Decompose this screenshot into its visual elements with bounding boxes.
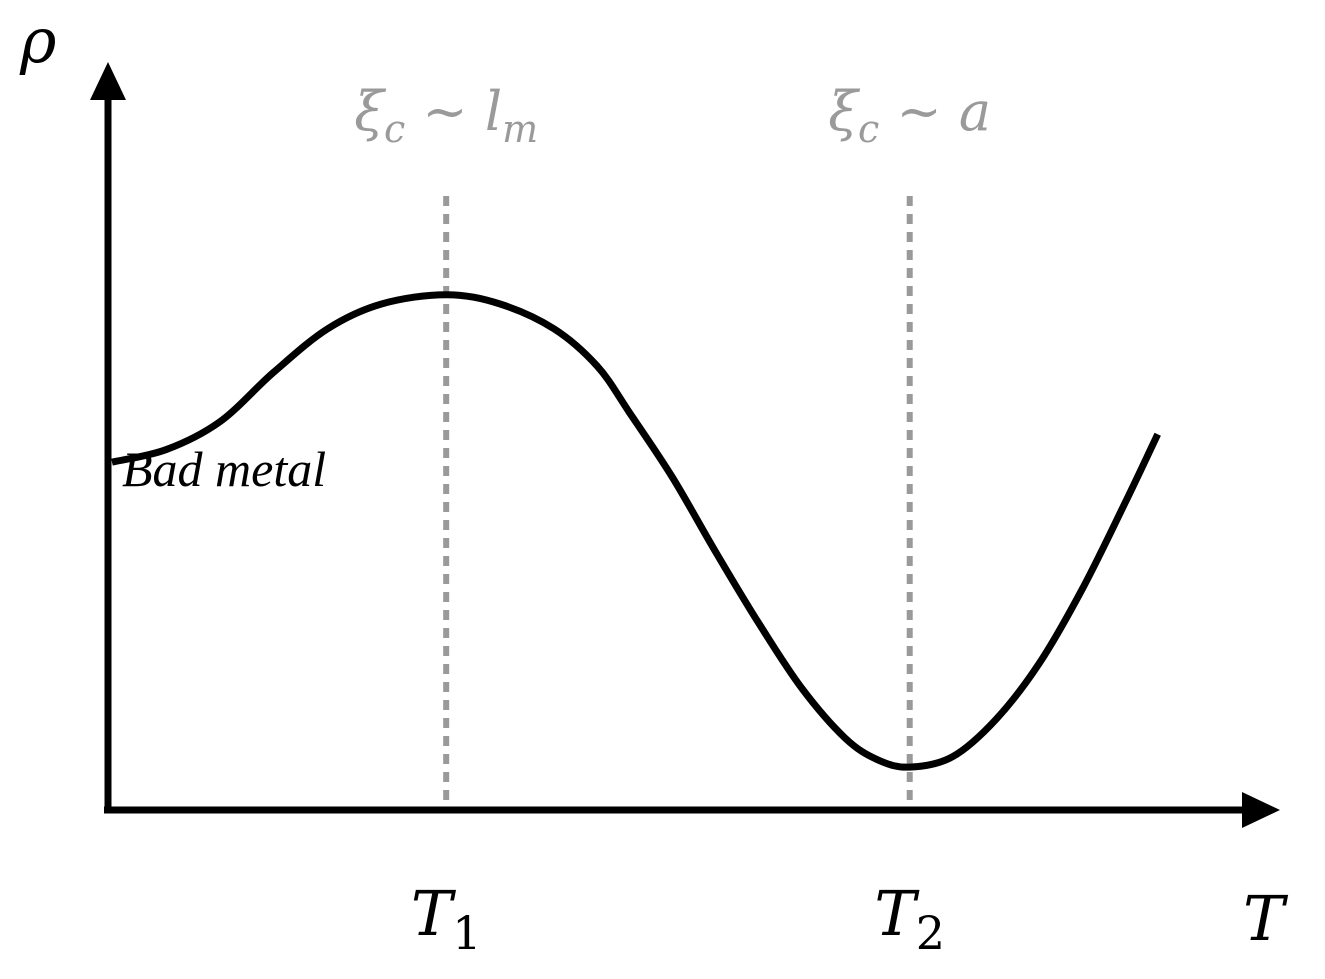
tick-labels: T1 T2 [411, 877, 945, 960]
y-axis-label: ρ [19, 4, 56, 77]
resistivity-curve [111, 291, 1161, 771]
tick-label-1: T1 [411, 877, 482, 960]
tick-label-2: T2 [874, 877, 945, 960]
y-axis-arrow [90, 62, 126, 100]
scale-annotations: ξc ~ lm ξc ~ a [354, 80, 991, 151]
scale-annotation-1: ξc ~ lm [354, 80, 538, 151]
scale-annotation-2: ξc ~ a [828, 80, 991, 151]
x-axis-label: T [1243, 882, 1289, 955]
x-axis-arrow [1242, 792, 1280, 828]
marker-lines [443, 196, 913, 806]
bad-metal-label: Bad metal [122, 441, 326, 497]
